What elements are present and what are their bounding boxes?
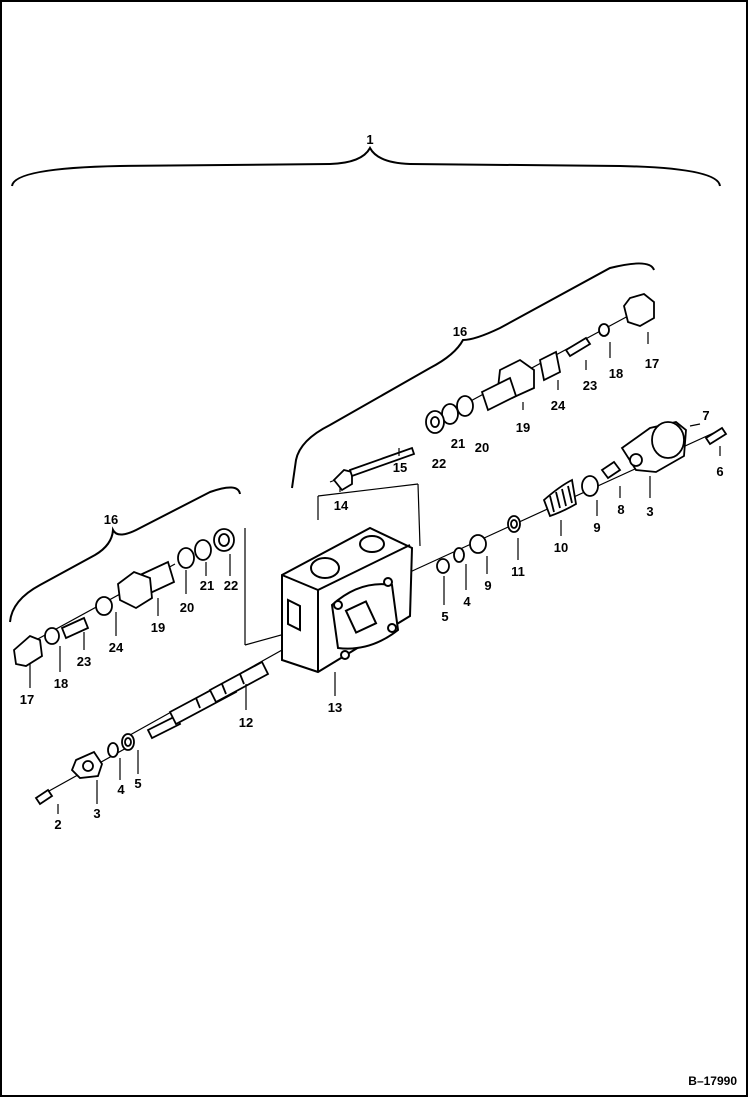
spool [146,660,270,740]
callout-3-left: 3 [93,806,100,821]
right-end-parts [436,421,728,574]
callout-11: 11 [511,564,525,579]
assembly-brace [11,145,721,187]
callout-23-upper: 23 [583,378,597,393]
relief-brace-left [9,486,241,623]
callout-24-left: 24 [109,640,124,655]
callout-22-upper: 22 [432,456,446,471]
callout-10: 10 [554,540,568,555]
callout-16-left: 16 [104,512,118,527]
callout-9-mid: 9 [484,578,491,593]
callout-6: 6 [716,464,723,479]
callout-5-mid: 5 [441,609,448,624]
callout-1: 1 [366,132,373,147]
callout-4-left: 4 [117,782,125,797]
callout-16-upper: 16 [453,324,467,339]
upper-relief-parts [332,293,655,492]
callout-20-left: 20 [180,600,194,615]
callout-21-left: 21 [200,578,214,593]
callout-20-upper: 20 [475,440,489,455]
callout-4-mid: 4 [463,594,471,609]
callout-leaders [29,332,721,814]
callout-21-upper: 21 [451,436,465,451]
callout-3-right: 3 [646,504,653,519]
callout-24-upper: 24 [551,398,566,413]
callout-22-left: 22 [224,578,238,593]
callout-8: 8 [617,502,624,517]
callout-13: 13 [328,700,342,715]
callout-23-left: 23 [77,654,91,669]
callout-12: 12 [239,715,253,730]
callout-7: 7 [702,408,709,423]
callout-5-left: 5 [134,776,141,791]
callout-9-right: 9 [593,520,600,535]
callout-17-left: 17 [20,692,34,707]
callout-18-upper: 18 [609,366,623,381]
callout-15: 15 [393,460,407,475]
relief-brace-upper [291,262,655,489]
callout-17-upper: 17 [645,356,659,371]
lower-left-end-parts [34,733,135,806]
valve-section-body [281,526,414,674]
figure-reference: B–17990 [688,1074,737,1088]
callout-19-left: 19 [151,620,165,635]
callout-14: 14 [334,498,349,513]
callout-labels: 1 16 16 17 18 23 24 19 20 21 22 15 14 7 … [20,132,724,832]
callout-2: 2 [54,817,61,832]
callout-19-upper: 19 [516,420,530,435]
left-relief-parts [13,528,235,667]
callout-18-left: 18 [54,676,68,691]
